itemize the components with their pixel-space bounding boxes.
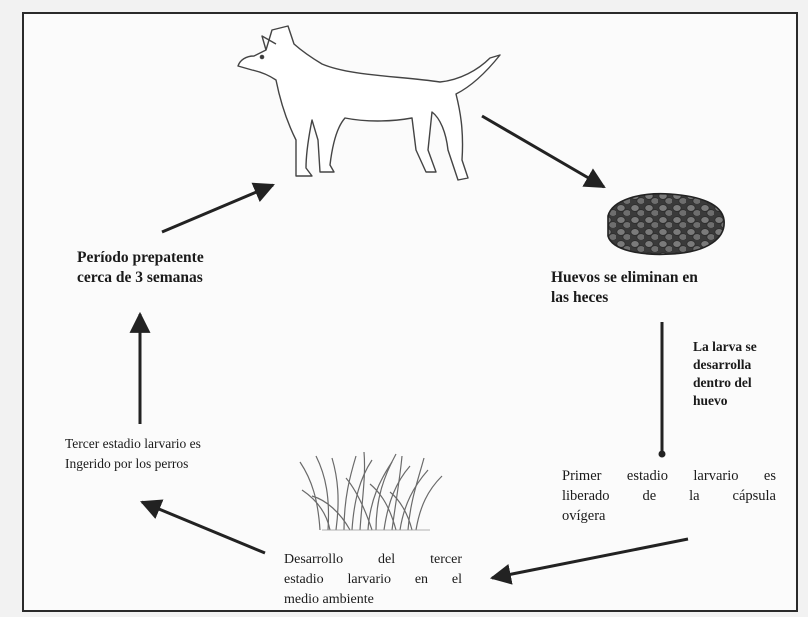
dog-illustration [238,26,500,180]
arrow-prepatent-to-dog [162,185,273,232]
development-line-1: Desarrollo del tercer [284,550,462,570]
larva-line-1: La larva se [693,338,788,356]
larva-line-3: dentro del [693,374,788,392]
larva-develops-label: La larva se desarrolla dentro del huevo [693,338,788,410]
arrow-development-to-ingested [142,502,265,553]
arrow-dog-to-feces [482,116,604,187]
first-stage-label: Primer estadio larvario es liberado de l… [562,466,776,526]
prepatent-period-label: Período prepatente cerca de 3 semanas [77,248,262,288]
prepatent-line-2: cerca de 3 semanas [77,268,262,288]
third-stage-ingested-label: Tercer estadio larvario es Ingerido por … [65,434,275,474]
feces-with-eggs [608,194,724,255]
ingested-line-2: Ingerido por los perros [65,454,275,474]
arrow-eggs-to-first-stage-endpoint [659,451,666,458]
prepatent-line-1: Período prepatente [77,248,262,268]
eggs-line-1: Huevos se eliminan en [551,268,751,288]
development-line-3: medio ambiente [284,590,462,610]
larva-line-4: huevo [693,392,788,410]
development-line-2: estadio larvario en el [284,570,462,590]
grass-tuft [300,452,442,530]
eggs-line-2: las heces [551,288,751,308]
first-stage-line-3: ovígera [562,506,776,526]
larva-line-2: desarrolla [693,356,788,374]
first-stage-line-2: liberado de la cápsula [562,486,776,506]
eggs-eliminated-label: Huevos se eliminan en las heces [551,268,751,308]
ingested-line-1: Tercer estadio larvario es [65,434,275,454]
first-stage-line-1: Primer estadio larvario es [562,466,776,486]
third-stage-development-label: Desarrollo del tercer estadio larvario e… [284,550,462,610]
arrow-first-stage-to-development [492,539,688,578]
